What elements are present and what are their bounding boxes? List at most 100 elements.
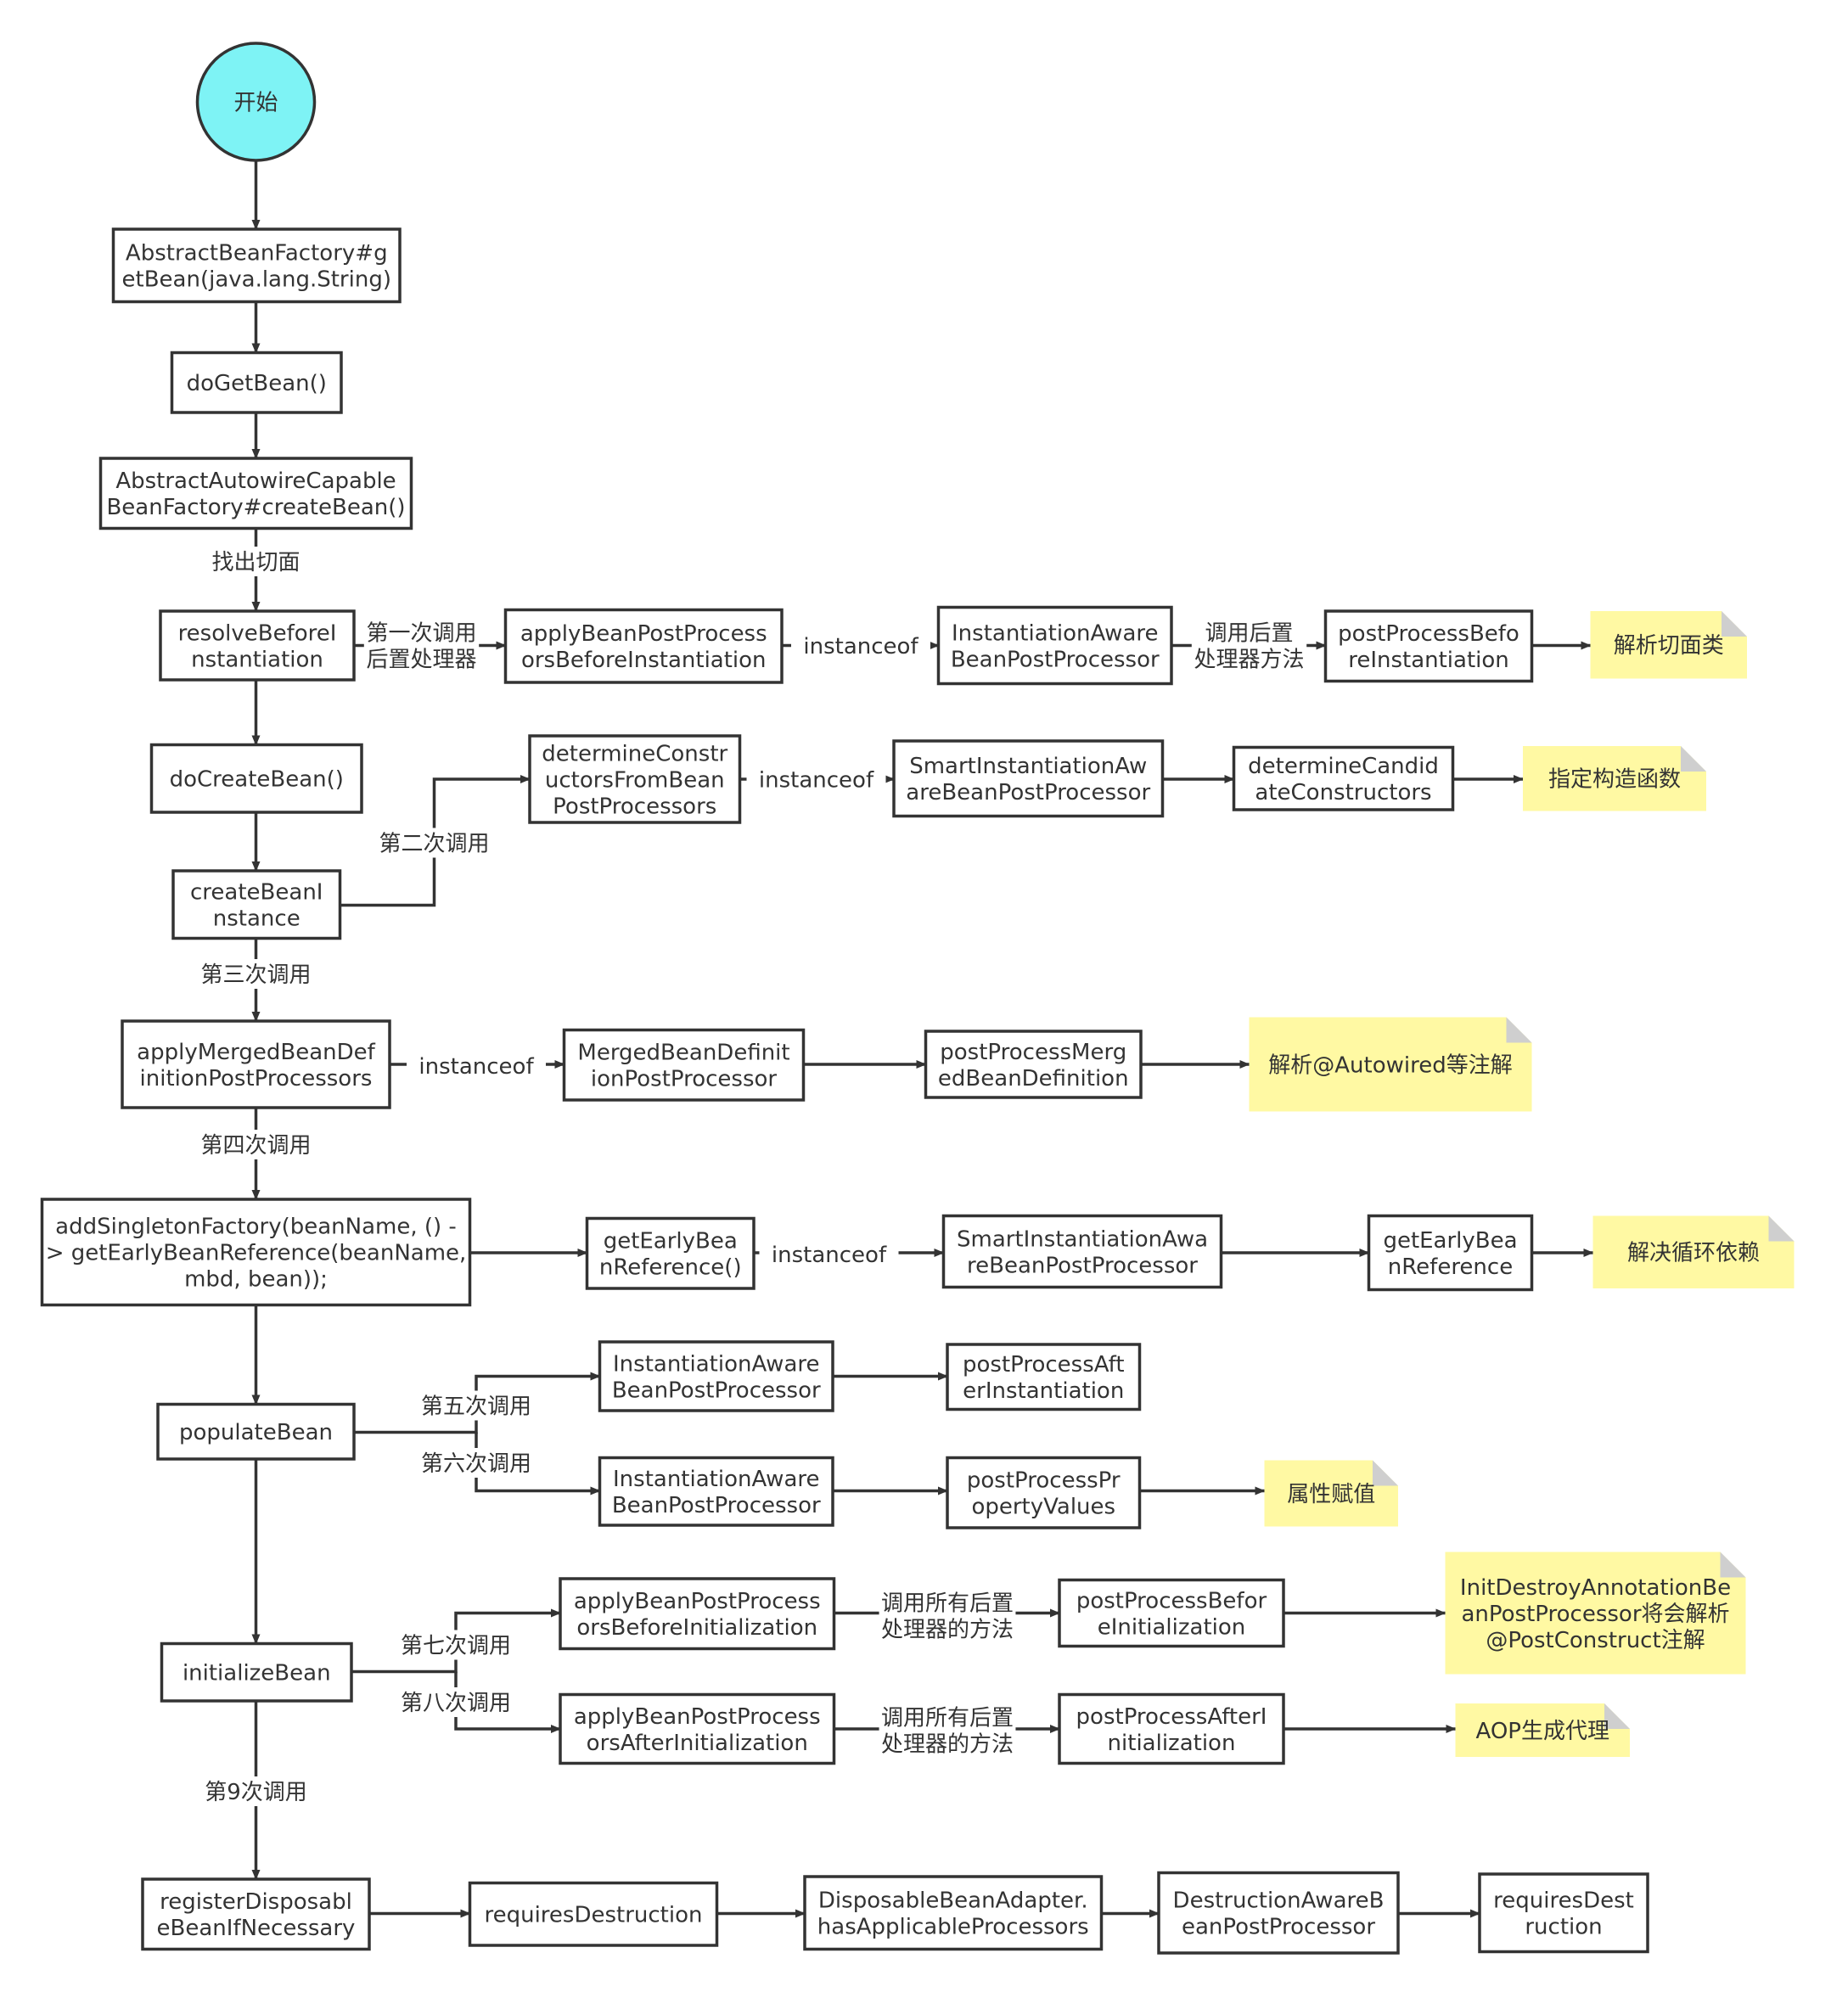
edge-label-text-line: 调用所有后置 bbox=[881, 1705, 1014, 1731]
note-note_aop: AOP生成代理 bbox=[1455, 1703, 1630, 1757]
node-label-line: areBeanPostProcessor bbox=[906, 780, 1150, 805]
node-label-line: DestructionAwareB bbox=[1173, 1888, 1385, 1914]
node-label-line: ionPostProcessor bbox=[591, 1067, 778, 1092]
connector-labels: 找出切面第一次调用后置处理器instanceof调用后置处理器方法第二次调用in… bbox=[198, 547, 1307, 1806]
node-populate: populateBean bbox=[156, 1402, 356, 1461]
node-label-line: getEarlyBea bbox=[1383, 1228, 1517, 1254]
node-label-line: DisposableBeanAdapter. bbox=[818, 1888, 1088, 1914]
node-label-line: initionPostProcessors bbox=[140, 1066, 373, 1091]
start-label: 开始 bbox=[233, 90, 278, 115]
edge-label-text: 第五次调用 bbox=[421, 1394, 531, 1419]
edge-label-call_7: 第七次调用 bbox=[398, 1630, 514, 1660]
edge-label-text: 第八次调用 bbox=[401, 1691, 511, 1716]
edge-label-bg bbox=[759, 1239, 899, 1269]
node-box bbox=[503, 608, 784, 684]
node-box bbox=[40, 1198, 472, 1307]
note-fold bbox=[1604, 1703, 1630, 1729]
note-label-line: 属性赋值 bbox=[1287, 1482, 1375, 1507]
edge-label-bg bbox=[418, 1448, 534, 1478]
node-label-line: eBeanIfNecessary bbox=[157, 1916, 356, 1941]
node-label-line: requiresDest bbox=[1493, 1888, 1634, 1914]
edge-label-bg bbox=[198, 1130, 314, 1159]
edge-label-text: 第二次调用 bbox=[379, 831, 489, 856]
node-box bbox=[941, 1214, 1223, 1289]
node-label-line: postProcessPr bbox=[967, 1468, 1121, 1494]
node-box bbox=[528, 734, 742, 824]
start-node: 开始 bbox=[195, 42, 317, 162]
note-label-line: 解决循环依赖 bbox=[1627, 1241, 1760, 1266]
edge-label-text: instanceof bbox=[759, 767, 874, 793]
node-label-line: eInitialization bbox=[1098, 1614, 1246, 1640]
node-box bbox=[98, 457, 413, 530]
edge-label-text-line: 调用后置 bbox=[1205, 620, 1293, 646]
node-box bbox=[559, 1692, 836, 1765]
edge-label-call_6: 第六次调用 bbox=[418, 1448, 534, 1478]
note-body bbox=[1523, 746, 1706, 811]
node-label-line: postProcessMerg bbox=[940, 1040, 1126, 1065]
edge-label-call_9: 第9次调用 bbox=[198, 1776, 314, 1806]
edge-label-text-line: instanceof bbox=[772, 1243, 887, 1268]
node-box bbox=[1157, 1871, 1400, 1955]
node-label-line: orsBeforeInitialization bbox=[576, 1615, 817, 1641]
node-label-line: determineConstr bbox=[542, 741, 727, 766]
note-note_autowired: 解析@Autowired等注解 bbox=[1249, 1017, 1532, 1112]
node-box bbox=[156, 1402, 356, 1461]
node-label-line: MergedBeanDefinit bbox=[577, 1041, 789, 1066]
note-label: 解析@Autowired等注解 bbox=[1268, 1052, 1512, 1078]
edge-label-text-line: 第七次调用 bbox=[401, 1633, 511, 1658]
node-label-line: applyMergedBeanDef bbox=[137, 1040, 375, 1065]
node-label-line: BeanPostProcessor bbox=[612, 1378, 821, 1403]
edge-label-text: 找出切面 bbox=[211, 550, 300, 575]
node-label-line: populateBean bbox=[179, 1420, 333, 1445]
node-label: addSingletonFactory(beanName, () -> getE… bbox=[46, 1215, 467, 1293]
edge-label-call_1: 第一次调用后置处理器 bbox=[363, 617, 480, 674]
node-label-line: postProcessBefor bbox=[1076, 1588, 1267, 1613]
node-label-line: InstantiationAware bbox=[613, 1351, 820, 1377]
node-label-line: etBean(java.lang.String) bbox=[122, 267, 391, 293]
edge-label-text-line: 处理器的方法 bbox=[881, 1731, 1014, 1757]
node-box bbox=[160, 1641, 353, 1703]
node-label-line: SmartInstantiationAw bbox=[909, 754, 1147, 779]
node-label-line: SmartInstantiationAwa bbox=[957, 1226, 1208, 1252]
edge-label-text-line: 第二次调用 bbox=[379, 831, 489, 856]
edge-label-text: 第一次调用后置处理器 bbox=[366, 620, 476, 672]
edge-label-bg bbox=[791, 631, 930, 660]
edge-label-text-line: 第三次调用 bbox=[200, 962, 311, 988]
edge-label-find_aspect: 找出切面 bbox=[209, 547, 303, 576]
node-addsingleton: addSingletonFactory(beanName, () -> getE… bbox=[40, 1198, 472, 1307]
edge-label-bg bbox=[418, 1390, 534, 1421]
note-note_property: 属性赋值 bbox=[1264, 1460, 1398, 1527]
node-box bbox=[598, 1456, 834, 1527]
note-fold bbox=[1768, 1215, 1795, 1242]
edge-label-bg bbox=[398, 1687, 514, 1717]
note-label-line: anPostProcessor将会解析 bbox=[1461, 1602, 1729, 1627]
note-label: 解决循环依赖 bbox=[1627, 1241, 1760, 1266]
node-label-line: hasApplicableProcessors bbox=[817, 1915, 1089, 1940]
node-box bbox=[946, 1456, 1142, 1529]
node-label: DisposableBeanAdapter.hasApplicableProce… bbox=[817, 1888, 1089, 1940]
node-label-line: postProcessBefo bbox=[1338, 621, 1519, 647]
